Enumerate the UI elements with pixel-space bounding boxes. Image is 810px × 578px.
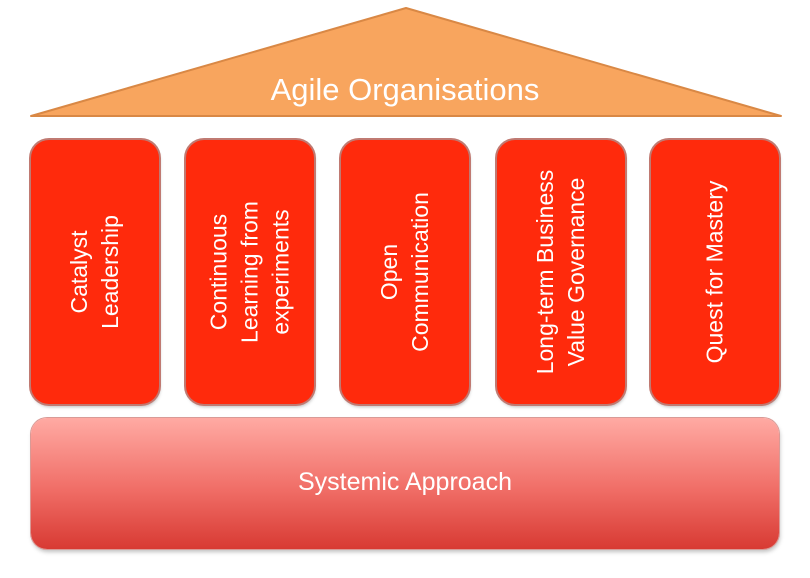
pillar-label: Catalyst Leadership xyxy=(66,215,123,329)
pillar-open-communication: Open Communication xyxy=(341,140,469,404)
pillar-label: Long-term Business Value Governance xyxy=(532,169,589,375)
pillar-continuous-learning: Continuous Learning from experiments xyxy=(186,140,314,404)
base-foundation: Systemic Approach xyxy=(31,418,779,549)
pillar-catalyst-leadership: Catalyst Leadership xyxy=(31,140,159,404)
pillar-value-governance: Long-term Business Value Governance xyxy=(497,140,625,404)
pillar-quest-for-mastery: Quest for Mastery xyxy=(651,140,779,404)
pillar-label: Continuous Learning from experiments xyxy=(205,201,294,343)
pillar-label: Open Communication xyxy=(376,192,433,352)
roof-triangle xyxy=(30,7,782,117)
base-label: Systemic Approach xyxy=(298,468,512,496)
pillar-label: Quest for Mastery xyxy=(701,180,728,364)
roof-title: Agile Organisations xyxy=(270,72,540,107)
